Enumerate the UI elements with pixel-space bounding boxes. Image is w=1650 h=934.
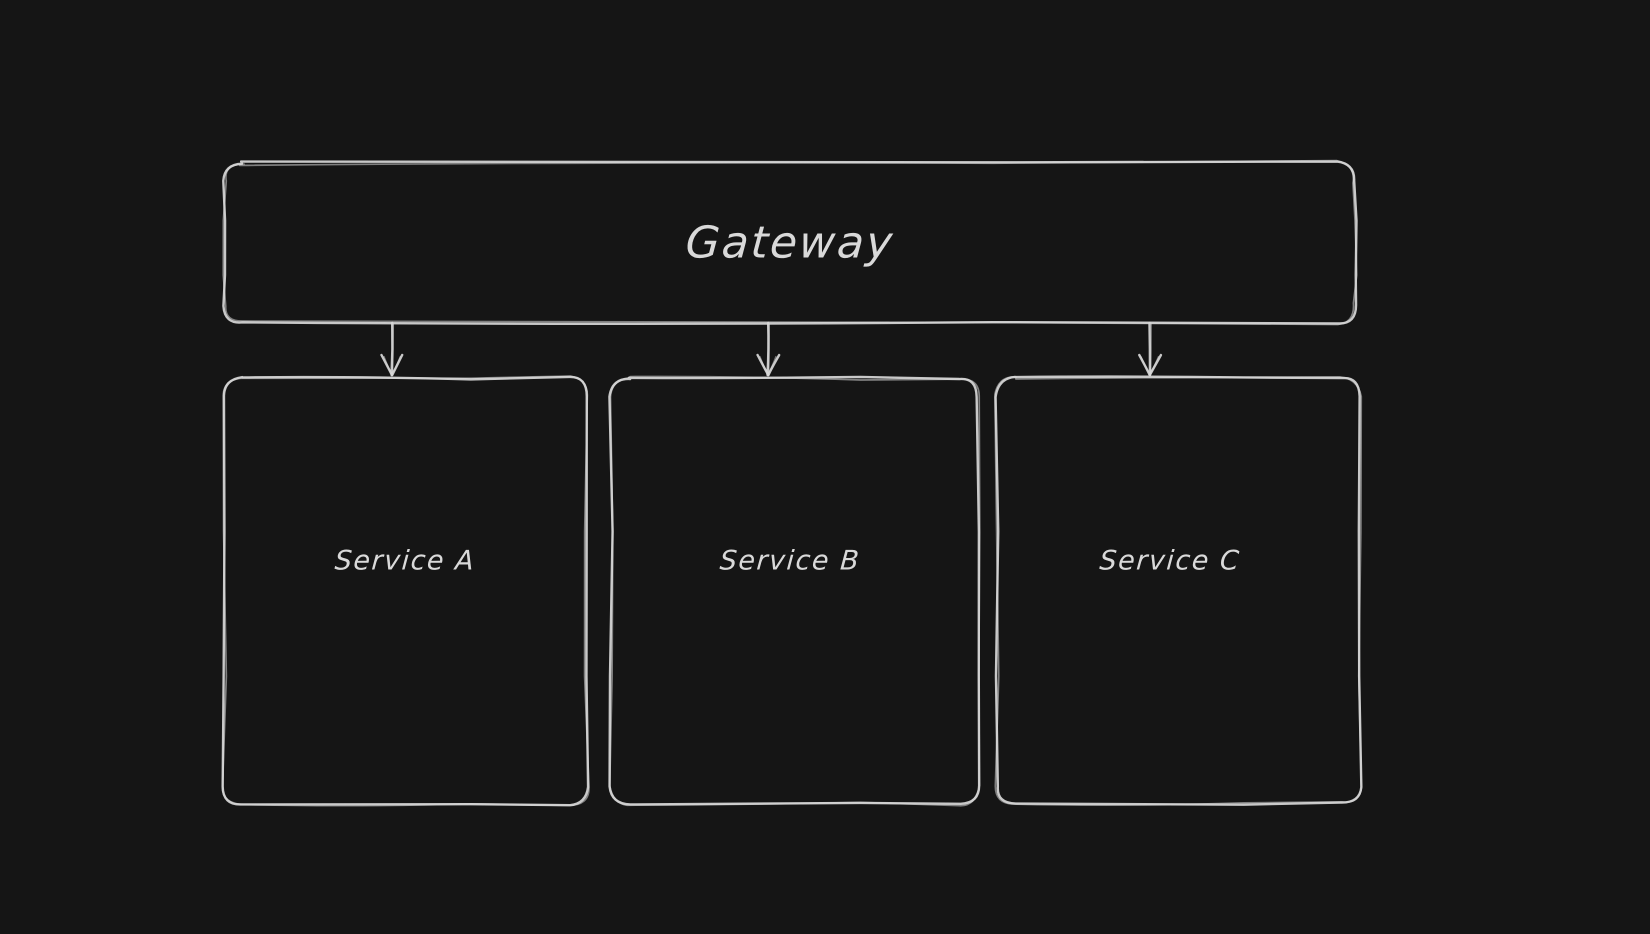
edge-gateway-service-c[interactable] — [1138, 321, 1163, 377]
node-shape-service-b[interactable] — [608, 375, 981, 807]
node-shape-service-c[interactable] — [994, 375, 1363, 806]
node-shape-gateway[interactable] — [222, 159, 1358, 326]
edge-gateway-service-b[interactable] — [756, 321, 781, 377]
edge-gateway-service-a[interactable] — [380, 321, 404, 377]
node-shape-service-a[interactable] — [221, 375, 590, 807]
